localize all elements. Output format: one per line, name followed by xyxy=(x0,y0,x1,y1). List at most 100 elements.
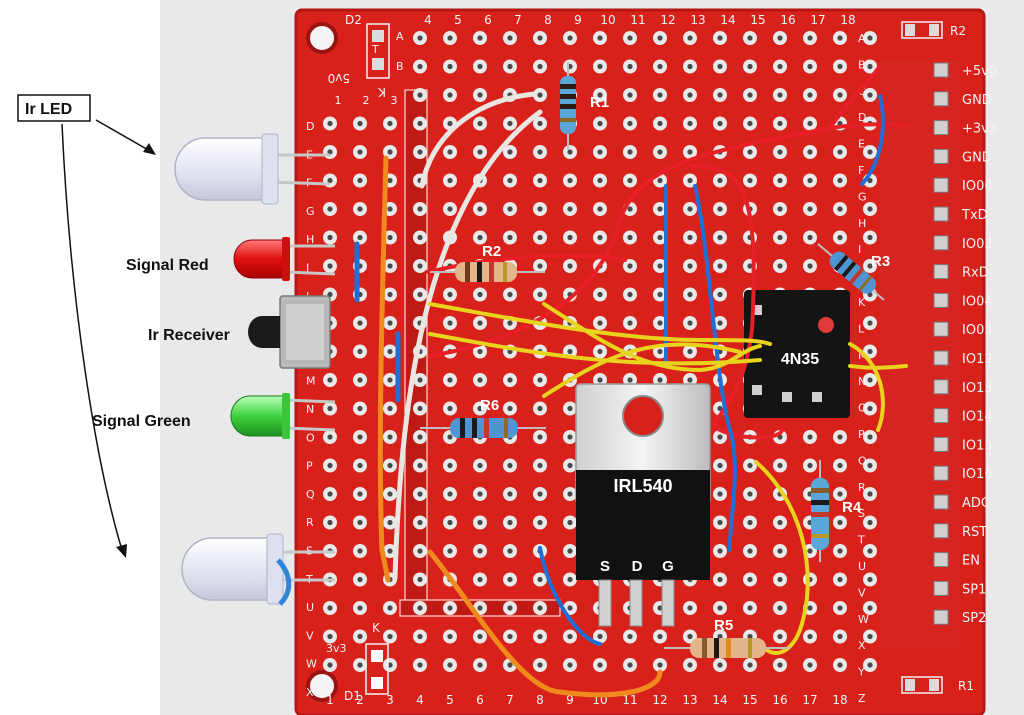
pad-hole xyxy=(867,92,873,98)
r2-label: R2 xyxy=(482,243,501,260)
resistor-r5 xyxy=(664,638,790,658)
pad-hole xyxy=(387,320,393,326)
pad-hole xyxy=(327,234,333,241)
header-pad xyxy=(933,436,949,452)
pad-hole xyxy=(717,92,723,98)
pad-hole xyxy=(837,35,843,41)
pad-hole xyxy=(477,377,483,383)
pad-hole xyxy=(717,35,723,41)
pad-hole xyxy=(687,377,693,383)
pad-hole xyxy=(747,35,753,41)
pad-hole xyxy=(477,519,483,526)
pad-hole xyxy=(747,519,753,526)
pad-hole xyxy=(477,149,483,155)
pad-hole xyxy=(387,405,393,412)
pad-hole xyxy=(567,263,573,269)
pad-hole xyxy=(477,63,483,70)
header-pin-label: IO05 xyxy=(962,323,993,338)
pad-hole xyxy=(507,234,513,241)
pad-hole xyxy=(837,491,843,497)
pad-hole xyxy=(597,120,603,127)
pad-hole xyxy=(387,149,393,155)
pad-hole xyxy=(597,348,603,355)
pad-hole xyxy=(387,377,393,383)
ir-receiver-label: Ir Receiver xyxy=(148,327,230,344)
pad-hole xyxy=(567,491,573,497)
pad-hole xyxy=(537,605,543,611)
pad-hole xyxy=(327,377,333,383)
white-wire xyxy=(419,91,538,189)
column-number-bottom: 5 xyxy=(446,693,454,707)
row-letter-right: W xyxy=(858,613,869,626)
pad-hole xyxy=(567,206,573,212)
pad-hole xyxy=(387,434,393,440)
pad-hole xyxy=(597,291,603,298)
pad-hole xyxy=(867,605,873,611)
pad-hole xyxy=(447,605,453,611)
pad-hole xyxy=(717,519,723,526)
column-number: 11 xyxy=(630,13,645,27)
pad-hole xyxy=(747,92,753,98)
row-letter-left: X xyxy=(306,686,314,699)
column-number-bottom: 6 xyxy=(476,693,484,707)
pad-hole xyxy=(357,576,363,583)
row-letter-right: C xyxy=(858,85,866,98)
pad-hole xyxy=(717,63,723,70)
column-number: 14 xyxy=(720,13,735,27)
pad-hole xyxy=(357,405,363,412)
pad-hole xyxy=(417,234,423,241)
pad-hole xyxy=(357,605,363,611)
header-pin-label: RST xyxy=(962,525,987,540)
pad-hole xyxy=(447,548,453,554)
column-number: 17 xyxy=(810,13,825,27)
pad-hole xyxy=(687,633,693,640)
pad-hole xyxy=(327,633,333,640)
pad-hole xyxy=(567,462,573,469)
pad-hole xyxy=(597,177,603,184)
pad-hole xyxy=(867,177,873,184)
pad-hole xyxy=(477,491,483,497)
pad-hole xyxy=(447,63,453,70)
pad-hole xyxy=(777,177,783,184)
pad-hole xyxy=(627,120,633,127)
pad-hole xyxy=(627,35,633,41)
pad-hole xyxy=(717,576,723,583)
pad-hole xyxy=(867,149,873,155)
header-pad xyxy=(933,465,949,481)
pad-hole xyxy=(447,206,453,212)
pad-hole xyxy=(867,206,873,212)
pad-hole xyxy=(597,320,603,326)
pad-hole xyxy=(327,206,333,212)
pad-hole xyxy=(327,662,333,668)
pad-hole xyxy=(447,662,453,668)
column-number-bottom: 12 xyxy=(652,693,667,707)
pad-hole xyxy=(447,120,453,127)
pad-hole xyxy=(537,120,543,127)
pad-hole xyxy=(627,263,633,269)
pad-hole xyxy=(417,63,423,70)
pad-hole xyxy=(627,92,633,98)
pad-hole xyxy=(447,291,453,298)
pad-hole xyxy=(327,149,333,155)
orange-wire xyxy=(377,155,391,583)
row-letter-left: V xyxy=(306,629,314,642)
column-number: 16 xyxy=(780,13,795,27)
pad-hole xyxy=(447,462,453,469)
pad-hole xyxy=(327,263,333,269)
corner-markings: R2 R1 D1 3v3 K xyxy=(326,21,974,703)
pad-hole xyxy=(687,35,693,41)
header-pad xyxy=(933,177,949,193)
resistor-r2 xyxy=(430,262,545,282)
pad-hole xyxy=(327,491,333,497)
pad-hole xyxy=(537,35,543,41)
pad-hole xyxy=(567,519,573,526)
pad-hole xyxy=(357,519,363,526)
yellow-wire xyxy=(848,342,885,432)
pad-hole xyxy=(537,633,543,640)
pad-hole xyxy=(807,149,813,155)
yellow-wire xyxy=(542,302,762,373)
yellow-wire xyxy=(848,364,908,370)
pad-hole xyxy=(867,320,873,326)
pad-hole xyxy=(327,177,333,184)
header-pin-label: IO15 xyxy=(962,438,993,453)
